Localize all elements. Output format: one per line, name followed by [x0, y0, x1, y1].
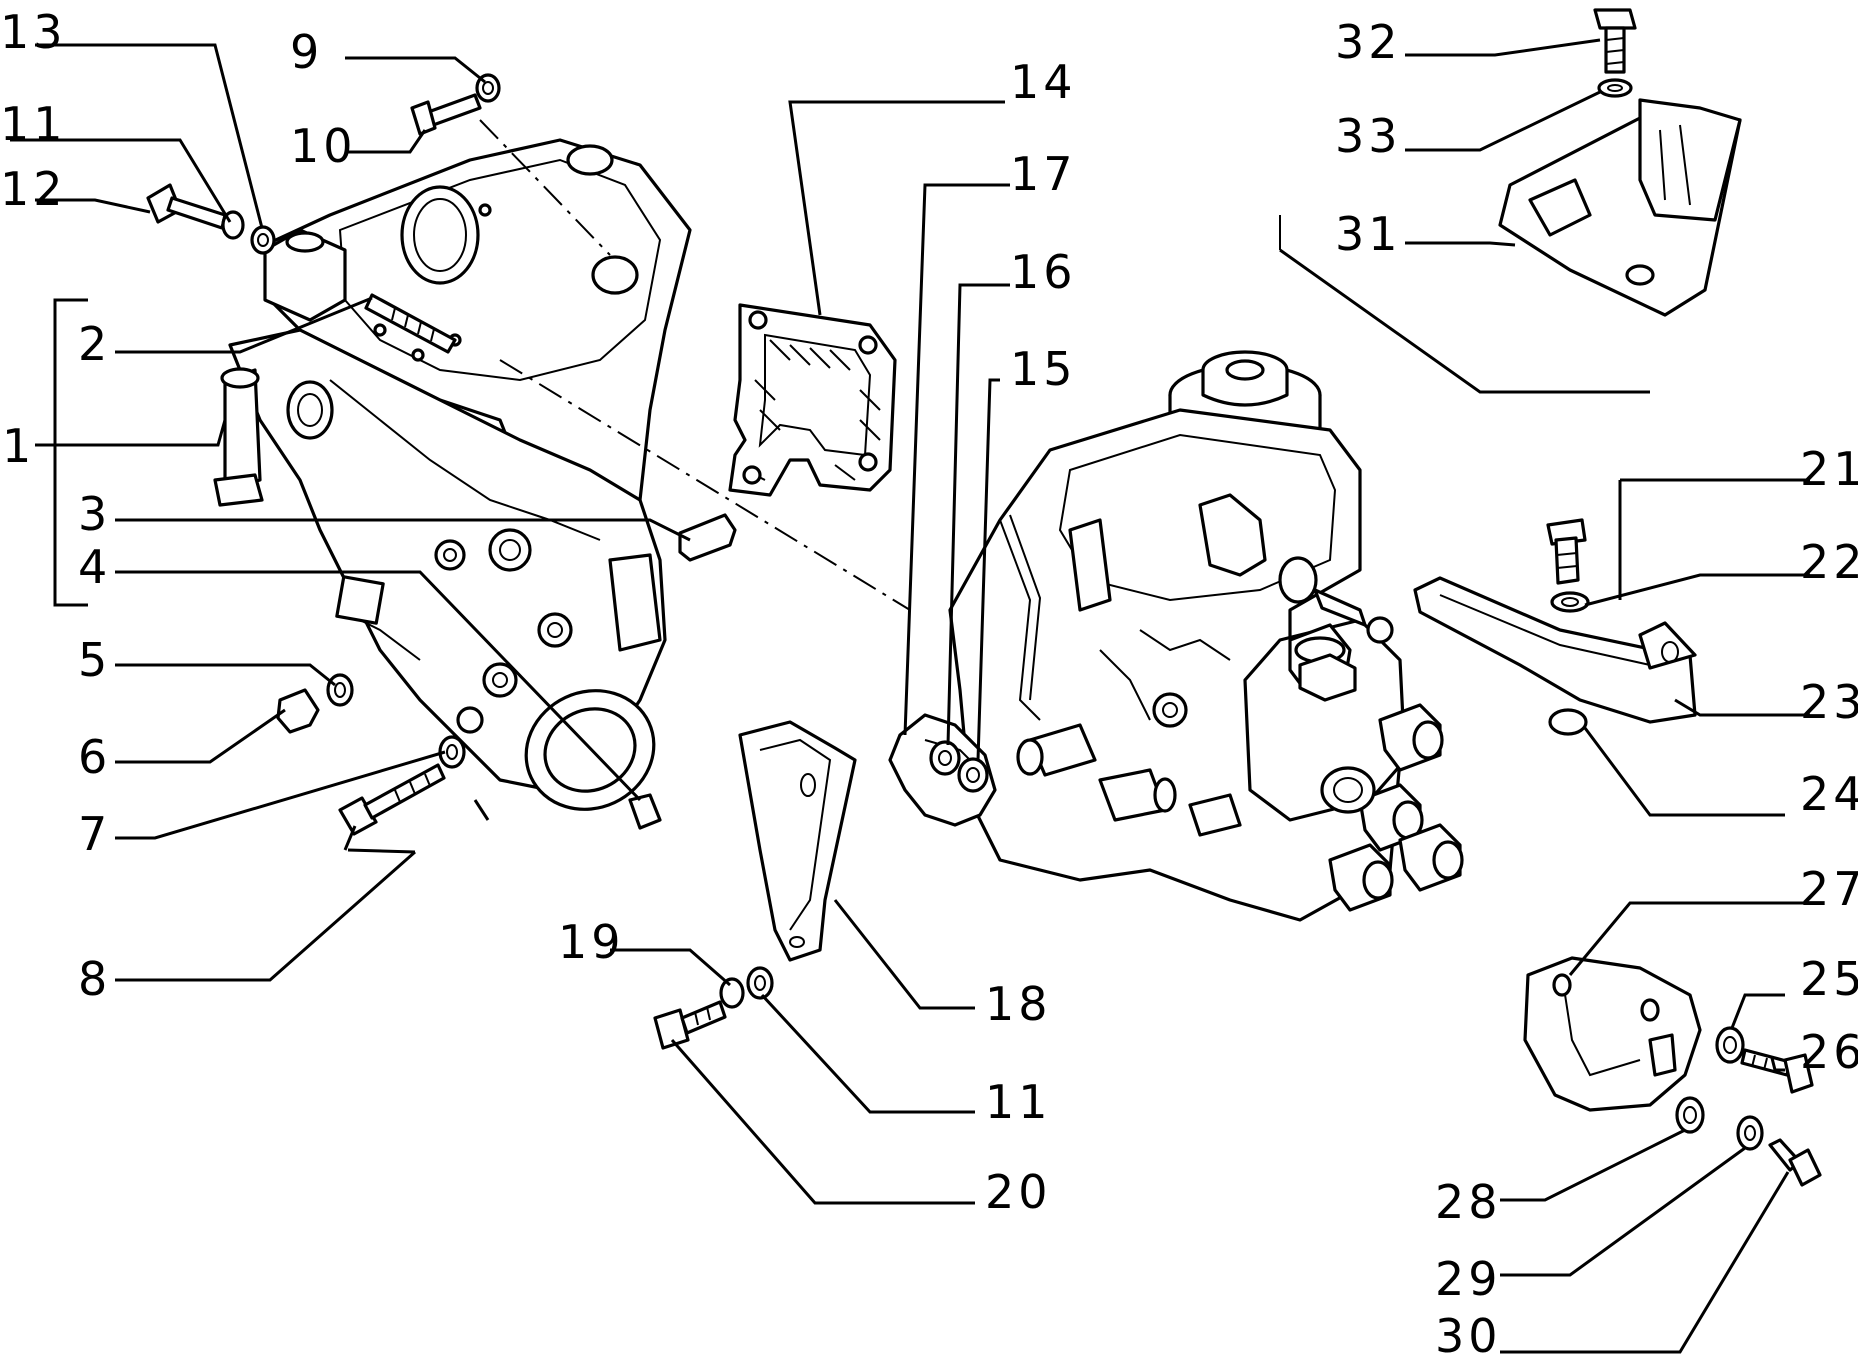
- bracket-18: [738, 720, 857, 962]
- callout-14: 14: [1010, 55, 1077, 109]
- callout-30: 30: [1435, 1309, 1502, 1355]
- callout-7: 7: [78, 807, 111, 861]
- callout-9: 9: [290, 25, 323, 79]
- callout-4: 4: [78, 540, 111, 594]
- plug-6: [276, 688, 320, 734]
- callout-8: 8: [78, 952, 111, 1006]
- washer-19: [719, 977, 745, 1009]
- callout-13: 13: [0, 5, 67, 59]
- washer-13: [250, 225, 276, 255]
- washer-5: [326, 673, 354, 707]
- bolt-8: [338, 763, 446, 836]
- callout-32: 32: [1335, 15, 1402, 69]
- plug-4: [628, 793, 662, 830]
- callout-23: 23: [1800, 675, 1858, 729]
- callout-28: 28: [1435, 1175, 1502, 1229]
- bolt-30: [1768, 1138, 1822, 1187]
- callout-25: 25: [1800, 952, 1858, 1006]
- callout-12: 12: [0, 162, 67, 216]
- washer-33: [1597, 78, 1633, 98]
- washer-28: [1675, 1096, 1705, 1134]
- callout-33: 33: [1335, 109, 1402, 163]
- callout-19: 19: [558, 915, 625, 969]
- washer-29: [1736, 1115, 1764, 1151]
- callout-16: 16: [1010, 245, 1077, 299]
- nut-15: [957, 757, 989, 793]
- bolt-21: [1546, 518, 1587, 585]
- callout-29: 29: [1435, 1252, 1502, 1306]
- bolt-12: [146, 183, 227, 230]
- callout-11: 11: [0, 97, 67, 151]
- axis-line: [499, 359, 911, 611]
- callout-15: 15: [1010, 342, 1077, 396]
- stud: [364, 293, 457, 354]
- callout-20: 20: [985, 1165, 1052, 1219]
- washer-11b: [746, 966, 774, 1000]
- washer-25: [1715, 1026, 1745, 1064]
- washer-9-hole: [482, 81, 494, 95]
- callout-10: 10: [290, 119, 357, 173]
- guide-line-31b: [1279, 248, 1650, 394]
- axis-line-9: [479, 119, 611, 256]
- callout-1: 1: [2, 419, 35, 473]
- callout-26: 26: [1800, 1025, 1858, 1079]
- bolt-32: [1593, 8, 1637, 74]
- callout-17: 17: [1010, 147, 1077, 201]
- bolt-10: [410, 93, 482, 136]
- leader-lines: [10, 38, 1810, 1354]
- callout-3: 3: [78, 487, 111, 541]
- injection-pump: [948, 350, 1464, 922]
- washer-22: [1550, 591, 1590, 613]
- spacer-24: [1548, 708, 1588, 736]
- callout-24: 24: [1800, 767, 1858, 821]
- callout-27: 27: [1800, 862, 1858, 916]
- callout-11b: 11: [985, 1075, 1052, 1129]
- plate-27: [1523, 956, 1702, 1112]
- callout-22: 22: [1800, 535, 1858, 589]
- bracket-23: [1413, 576, 1697, 724]
- callout-6: 6: [78, 730, 111, 784]
- washer-16: [929, 740, 961, 776]
- callout-2: 2: [78, 317, 111, 371]
- gasket: [728, 303, 897, 497]
- callout-5: 5: [78, 633, 111, 687]
- callout-18: 18: [985, 977, 1052, 1031]
- bracket-31: [1498, 98, 1742, 317]
- callout-21: 21: [1800, 442, 1858, 496]
- callout-31: 31: [1335, 207, 1402, 261]
- plug-3: [678, 513, 737, 562]
- bolt-20: [653, 1000, 727, 1050]
